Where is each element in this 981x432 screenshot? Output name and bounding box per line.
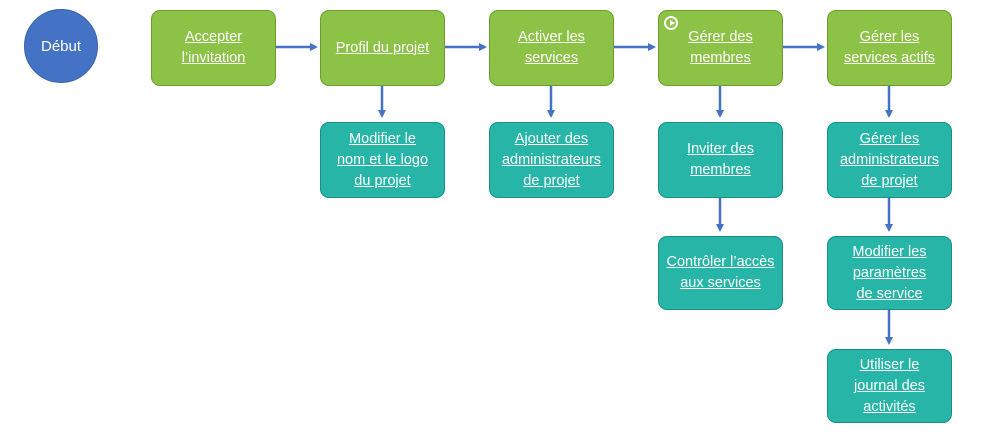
substep-invite-members-link[interactable]: Inviter des membres <box>687 141 754 178</box>
substep-control-access-link[interactable]: Contrôler l’accès aux services <box>666 254 775 291</box>
step-manage-active-services[interactable]: Gérer les services actifs <box>827 10 952 86</box>
step-manage-members[interactable]: Gérer des membres <box>658 10 783 86</box>
step-accept-invitation-link[interactable]: Accepter l’invitation <box>181 29 246 66</box>
substep-manage-admins[interactable]: Gérer les administrateurs de projet <box>827 122 952 198</box>
substep-invite-members[interactable]: Inviter des membres <box>658 122 783 198</box>
step-accept-invitation[interactable]: Accepter l’invitation <box>151 10 276 86</box>
substep-use-activity-log-link[interactable]: Utiliser le journal des activités <box>854 356 925 415</box>
substep-edit-service-settings-link[interactable]: Modifier les paramètres de service <box>852 243 927 302</box>
start-label: Début <box>40 37 82 55</box>
substep-add-admins[interactable]: Ajouter des administrateurs de projet <box>489 122 614 198</box>
substep-manage-admins-link[interactable]: Gérer les administrateurs de projet <box>839 130 940 189</box>
start-node: Début <box>24 9 98 83</box>
step-manage-active-services-link[interactable]: Gérer les services actifs <box>843 29 936 66</box>
substep-edit-name-logo[interactable]: Modifier le nom et le logo du projet <box>320 122 445 198</box>
step-manage-members-link[interactable]: Gérer des membres <box>688 29 753 66</box>
substep-use-activity-log[interactable]: Utiliser le journal des activités <box>827 349 952 423</box>
substep-edit-service-settings[interactable]: Modifier les paramètres de service <box>827 236 952 310</box>
step-activate-services-link[interactable]: Activer les services <box>518 29 585 66</box>
substep-control-access[interactable]: Contrôler l’accès aux services <box>658 236 783 310</box>
step-project-profile-link[interactable]: Profil du projet <box>335 39 430 56</box>
play-circle-icon <box>664 16 678 30</box>
substep-edit-name-logo-link[interactable]: Modifier le nom et le logo du projet <box>336 130 429 189</box>
step-project-profile[interactable]: Profil du projet <box>320 10 445 86</box>
step-activate-services[interactable]: Activer les services <box>489 10 614 86</box>
substep-add-admins-link[interactable]: Ajouter des administrateurs de projet <box>501 130 602 189</box>
